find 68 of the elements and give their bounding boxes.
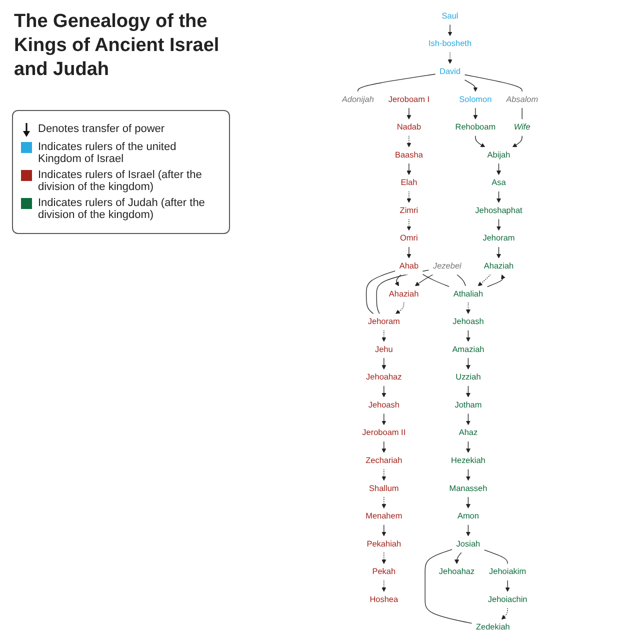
name-label: Absalom <box>502 91 542 108</box>
arrow <box>382 413 386 426</box>
arrow <box>382 524 386 536</box>
connector-line <box>422 274 450 287</box>
arrow <box>475 135 486 148</box>
arrow <box>466 441 470 453</box>
arrow <box>466 358 470 370</box>
arrow <box>382 441 386 453</box>
dashed-arrow <box>466 302 470 314</box>
dashed-arrow <box>382 552 386 564</box>
arrow <box>394 274 402 286</box>
name-label: Jeroboam I <box>384 91 434 108</box>
arrow <box>454 552 462 564</box>
arrow <box>406 163 412 176</box>
name-label: Amaziah <box>448 342 488 358</box>
dashed-arrow <box>395 302 404 314</box>
dashed-arrow <box>382 330 386 342</box>
dashed-arrow <box>406 135 412 148</box>
dashed-arrow <box>448 52 452 64</box>
dashed-arrow <box>406 190 412 203</box>
arrow <box>466 468 470 481</box>
connector-line <box>484 550 508 564</box>
dashed-arrow <box>382 468 386 481</box>
arrow <box>496 190 502 203</box>
arrow <box>382 358 386 370</box>
dashed-arrow <box>501 608 508 620</box>
title: The Genealogy of the Kings of Ancient Israel and Judah <box>14 10 220 82</box>
legend-text: Denotes transfer of power <box>38 123 165 135</box>
arrow <box>466 496 470 508</box>
legend-text: Indicates rulers of Israel (after the division of the kingdom) <box>38 169 203 193</box>
arrow <box>466 330 470 342</box>
name-label: Jehoshaphat <box>471 202 526 220</box>
dashed-arrow <box>382 580 386 592</box>
arrow <box>466 413 470 426</box>
connector-line <box>358 74 436 92</box>
arrow <box>406 108 412 120</box>
arrow <box>406 246 412 258</box>
connector-line <box>366 270 396 314</box>
arrow <box>496 218 502 231</box>
dashed-arrow <box>382 496 386 508</box>
name-label: Jehoahaz <box>434 564 479 580</box>
arrow <box>464 80 478 92</box>
arrow <box>466 385 470 398</box>
arrow <box>414 274 434 286</box>
legend-text: Indicates rulers of the united Kingdom of Israel <box>38 141 178 165</box>
name-label: Manasseh <box>445 480 492 497</box>
arrow <box>448 24 452 36</box>
legend-text: Indicates rulers of Judah (after the division of the kingdom) <box>38 197 206 221</box>
arrow <box>473 108 478 120</box>
name-label: Hoshea <box>366 592 402 608</box>
arrow <box>496 246 502 258</box>
connector-line <box>424 549 472 624</box>
name-label: Pekahiah <box>362 536 406 553</box>
name-label: Baasha <box>390 147 428 164</box>
name-label: Shallum <box>364 480 403 497</box>
dashed-arrow <box>406 218 412 231</box>
name-label: Solomon <box>455 91 496 108</box>
dashed-arrow <box>478 274 491 286</box>
connector-line <box>456 274 466 286</box>
arrow <box>486 274 506 288</box>
arrow <box>466 524 470 536</box>
name-label: Adonijah <box>338 91 378 108</box>
arrow <box>505 580 510 592</box>
arrow <box>512 135 522 148</box>
arrow <box>382 385 386 398</box>
arrow <box>496 163 502 176</box>
connector-line <box>464 74 522 92</box>
name-label: Jehu <box>370 342 397 358</box>
